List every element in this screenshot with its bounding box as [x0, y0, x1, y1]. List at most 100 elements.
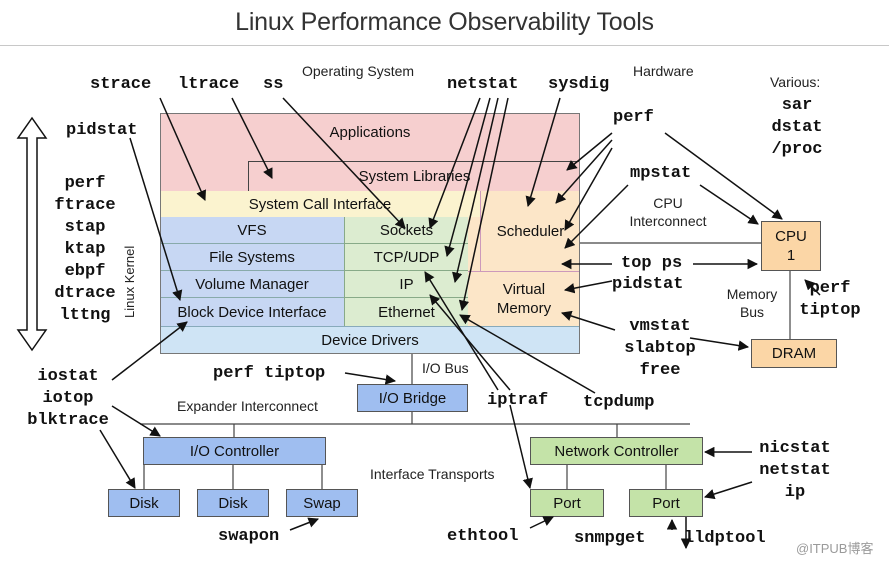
volume-manager-label: Volume Manager	[195, 275, 309, 293]
tool-snmpget: snmpget	[574, 529, 646, 548]
file-systems-layer: File Systems	[160, 244, 344, 271]
virtual-memory-label: Virtual Memory	[496, 281, 552, 317]
hardware-label: Hardware	[633, 63, 694, 79]
port-box-2: Port	[629, 489, 703, 517]
port-label-2: Port	[652, 494, 680, 512]
io-bus-label: I/O Bus	[422, 360, 469, 376]
port-label-1: Port	[553, 494, 581, 512]
vfs-layer: VFS	[160, 217, 344, 244]
tcp-udp-label: TCP/UDP	[373, 248, 440, 266]
sockets-label: Sockets	[379, 221, 434, 239]
arrow-blktrace-disk	[99, 429, 136, 489]
network-controller-label: Network Controller	[554, 442, 679, 460]
arrow-netstat-2	[444, 97, 491, 258]
scheduler-label: Scheduler	[496, 222, 565, 240]
arrow-pidstat-block	[129, 137, 183, 302]
arrow-netstat-1	[428, 97, 481, 229]
io-controller-label: I/O Controller	[189, 442, 280, 460]
tool-ss: ss	[263, 75, 284, 94]
tool-ethtool: ethtool	[447, 527, 519, 546]
tool-tcpdump: tcpdump	[583, 393, 655, 412]
tool-tracing-stack: perf ftrace stap ktap ebpf dtrace lttng	[54, 174, 116, 325]
interface-transports-label: Interface Transports	[370, 466, 495, 482]
tool-top-ps: top ps	[621, 254, 683, 273]
arrow-strace	[159, 97, 206, 201]
arrow-ltrace	[231, 97, 273, 179]
arrow-ip-port	[703, 481, 753, 500]
tool-lldptool: lldptool	[684, 529, 766, 548]
arrow-perf-applications	[566, 132, 613, 171]
dram-box: DRAM	[751, 339, 837, 368]
tool-iptraf: iptraf	[487, 391, 549, 410]
disk-box-2: Disk	[197, 489, 269, 517]
tool-vmstat-stack: vmstat slabtop free	[624, 317, 696, 380]
io-controller-box: I/O Controller	[143, 437, 326, 465]
tool-various-stack: sar dstat /proc	[771, 96, 823, 159]
expander-interconnect-label: Expander Interconnect	[177, 398, 318, 414]
arrow-tcpdump-ethernet	[459, 314, 596, 394]
arrow-iptraf-port	[509, 404, 533, 490]
arrow-mpstat-cpu	[699, 184, 759, 225]
arrow-swapon-swap	[289, 517, 319, 531]
arrow-netstat-4	[458, 97, 509, 312]
arrow-ss	[282, 97, 406, 229]
arrow-iptraf-ethernet	[429, 294, 511, 391]
cpu-box: CPU 1	[761, 221, 821, 271]
operating-system-label: Operating System	[302, 63, 415, 79]
arrow-iptraf-ip	[424, 271, 499, 391]
tool-ltrace: ltrace	[178, 75, 240, 94]
block-device-interface-label: Block Device Interface	[177, 303, 327, 321]
tool-perf-tiptop-stack: perf tiptop	[799, 279, 861, 320]
device-drivers-label: Device Drivers	[321, 332, 419, 349]
io-bridge-box: I/O Bridge	[357, 384, 468, 412]
file-systems-label: File Systems	[209, 248, 295, 266]
swap-label: Swap	[303, 494, 341, 512]
tool-mpstat: mpstat	[630, 164, 692, 183]
system-libraries-layer: System Libraries	[248, 161, 580, 191]
system-libraries-label: System Libraries	[358, 168, 471, 185]
disk-label-1: Disk	[129, 494, 159, 512]
volume-manager-layer: Volume Manager	[160, 271, 344, 298]
tool-pidstat-mid: pidstat	[612, 275, 684, 294]
tool-netstat: netstat	[447, 75, 519, 94]
tool-strace: strace	[90, 75, 152, 94]
swap-box: Swap	[286, 489, 358, 517]
io-bridge-label: I/O Bridge	[378, 389, 447, 407]
cpu-label: CPU 1	[775, 228, 807, 264]
tool-pidstat: pidstat	[66, 121, 138, 140]
arrow-iotop-io-controller	[111, 405, 161, 437]
tool-perf-tiptop: perf tiptop	[213, 364, 326, 383]
cpu-interconnect-label: CPU Interconnect	[629, 195, 707, 229]
arrow-perf-syscall	[555, 139, 613, 204]
disk-box-1: Disk	[108, 489, 180, 517]
disk-label-2: Disk	[218, 494, 248, 512]
arrow-sysdig	[525, 97, 561, 208]
network-controller-box: Network Controller	[530, 437, 703, 465]
arrow-netstat-3	[452, 97, 499, 284]
arrow-vmstat-vm	[561, 310, 616, 331]
ip-label: IP	[399, 275, 414, 293]
ethernet-layer: Ethernet	[344, 298, 468, 326]
various-label: Various:	[770, 74, 821, 90]
port-box-1: Port	[530, 489, 604, 517]
sockets-layer: Sockets	[344, 217, 468, 244]
kernel-span-double-arrow	[16, 116, 48, 352]
tool-perf: perf	[613, 108, 654, 127]
arrow-perf-tiptop-io-bridge	[344, 372, 397, 385]
system-call-interface-layer: System Call Interface	[160, 191, 480, 217]
arrow-perf-scheduler	[564, 147, 613, 231]
tool-sysdig: sysdig	[548, 75, 610, 94]
ethernet-label: Ethernet	[378, 303, 435, 321]
arrow-ethtool-port	[529, 516, 554, 529]
arrow-vmstat-dram	[689, 337, 750, 351]
system-call-interface-label: System Call Interface	[248, 195, 392, 213]
block-device-interface-layer: Block Device Interface	[160, 298, 344, 326]
arrow-mpstat-scheduler	[564, 184, 629, 249]
tool-io-stack: iostat iotop blktrace	[27, 367, 109, 430]
arrow-iostat-block	[111, 321, 188, 381]
arrow-perf-tiptop-cpu	[804, 279, 821, 296]
vfs-label: VFS	[237, 221, 267, 239]
applications-label: Applications	[329, 124, 411, 141]
page-title: Linux Performance Observability Tools	[235, 8, 654, 36]
